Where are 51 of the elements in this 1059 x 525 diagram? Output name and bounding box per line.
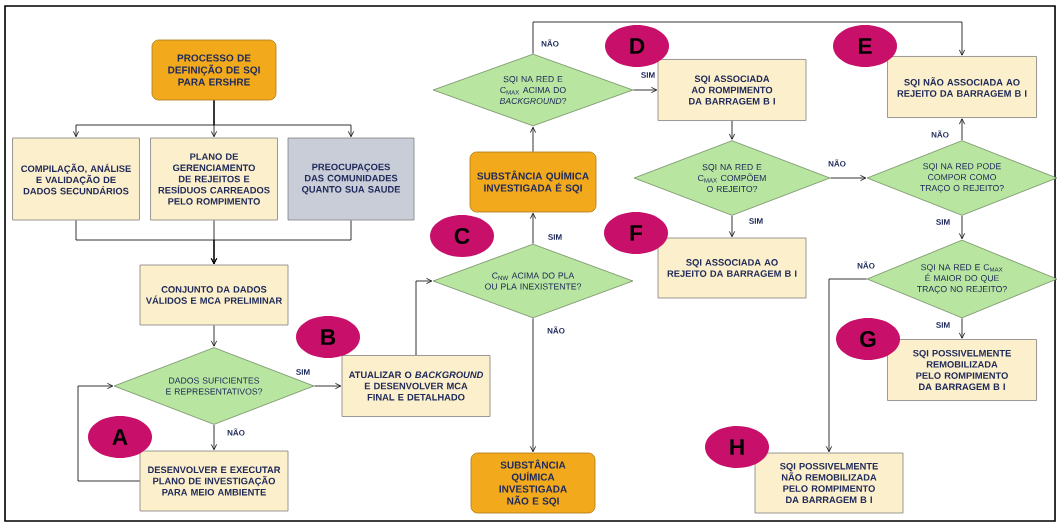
process-box: SQI ASSOCIADA AO REJEITO DA BARRAGEM B I — [657, 237, 807, 299]
arrow — [77, 382, 140, 482]
arrow — [213, 100, 355, 138]
letter-badge: D — [605, 25, 669, 67]
arrow — [529, 212, 537, 244]
arrow — [415, 277, 433, 356]
terminal-box: SUBSTÂNCIA QUÍMICA INVESTIGADA É SQI — [469, 151, 597, 213]
edge-label: SIM — [747, 216, 765, 226]
arrow — [314, 382, 342, 390]
process-box: ATUALIZAR O BACKGROUND E DESENVOLVER MCA FINAL E DETALHADO — [341, 355, 491, 417]
letter-badge: E — [833, 25, 897, 67]
arrow — [529, 318, 537, 453]
letter-badge: F — [604, 212, 668, 254]
arrow — [532, 21, 966, 56]
edge-label: SIM — [546, 232, 564, 242]
arrow — [830, 174, 867, 182]
edge-label: NÃO — [225, 427, 247, 437]
edge-label: SIM — [934, 320, 952, 330]
arrow — [210, 220, 352, 265]
edge-label: NÃO — [539, 38, 561, 48]
letter-badge: B — [296, 316, 360, 358]
arrow — [210, 424, 218, 451]
process-box: PLANO DE GERENCIAMENTO DE REJEITOS E RESÍDUOS CARREADOS PELO ROMPIMENTO — [150, 137, 278, 221]
arrow — [728, 215, 736, 238]
terminal-box: SUBSTÂNCIA QUÍMICA INVESTIGADA NÃO E SQI — [470, 452, 596, 514]
letter-badge: H — [705, 426, 769, 468]
letter-badge: A — [88, 416, 152, 458]
edge-label: NÃO — [545, 325, 567, 335]
arrow — [529, 126, 537, 152]
arrow — [210, 325, 218, 347]
process-box: CONJUNTO DA DADOS VÁLIDOS E MCA PRELIMINAR — [139, 264, 289, 326]
edge-label: SIM — [294, 367, 312, 377]
arrow — [825, 278, 867, 453]
terminal-box: PROCESSO DE DEFINIÇÃO DE SQI PARA ERSHRE — [151, 39, 277, 101]
arrow — [958, 118, 966, 141]
edge-label: NÃO — [929, 129, 951, 139]
process-box: SQI NÃO ASSOCIADA AO REJEITO DA BARRAGEM B I — [887, 56, 1037, 118]
edge-label: SIM — [934, 217, 952, 227]
arrow — [633, 86, 658, 94]
arrow — [958, 215, 966, 240]
letter-badge: C — [430, 215, 494, 257]
process-box: SQI ASSOCIADA AO ROMPIMENTO DA BARRAGEM B I — [657, 59, 807, 121]
arrow — [958, 318, 966, 339]
process-box: COMPILAÇÃO, ANÁLISE E VALIDAÇÃO DE DADOS SECUNDÁRIOS — [12, 137, 140, 221]
letter-badge: G — [836, 318, 900, 360]
edge-label: SIM — [639, 70, 657, 80]
arrow — [728, 120, 736, 140]
process-box: DESENVOLVER E EXECUTAR PLANO DE INVESTIGAÇÃO PARA MEIO AMBIENTE — [139, 450, 289, 512]
process-box: SQI POSSIVELMENTE REMOBILIZADA PELO ROMPIMENTO DA BARRAGEM B I — [887, 339, 1037, 401]
process-box: PREOCUPAÇOES DAS COMUNIDADES QUANTO SUA SAUDE — [287, 137, 415, 221]
process-box: SQI POSSIVELMENTE NÃO REMOBILIZADA PELO ROMPIMENTO DA BARRAGEM B I — [754, 452, 904, 514]
